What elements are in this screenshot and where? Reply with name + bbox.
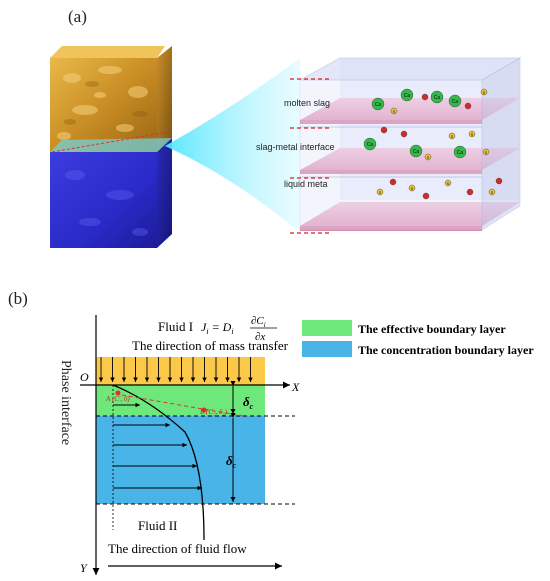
particle-s: S bbox=[444, 179, 452, 187]
svg-text:Ca: Ca bbox=[367, 142, 374, 148]
legend-label-concentration: The concentration boundary layer bbox=[358, 343, 534, 357]
particle-ca: Ca bbox=[453, 145, 467, 159]
particle-o bbox=[464, 102, 472, 110]
svg-text:Ca: Ca bbox=[434, 95, 441, 101]
particle-o bbox=[421, 93, 429, 101]
fluid-one-label: Fluid I bbox=[158, 319, 193, 334]
origin-label: O bbox=[80, 370, 89, 384]
metal-slag-cube bbox=[50, 46, 172, 248]
legend: The effective boundary layer The concent… bbox=[302, 320, 534, 357]
particle-ca: Ca bbox=[371, 97, 385, 111]
particle-s: S bbox=[376, 188, 384, 196]
layer-label-molten-slag: molten slag bbox=[284, 98, 330, 108]
flux-equation: Ji = Di ∂Ci ∂x bbox=[201, 315, 277, 343]
legend-swatch-effective bbox=[302, 320, 352, 336]
particle-o bbox=[380, 126, 388, 134]
particle-s: S bbox=[482, 148, 490, 156]
point-b-marker bbox=[201, 407, 207, 413]
particle-o bbox=[389, 178, 397, 186]
particle-s: S bbox=[448, 132, 456, 140]
delta-c-small: δc bbox=[243, 394, 254, 411]
panel-a-label: (a) bbox=[68, 7, 87, 26]
zoom-beam bbox=[165, 58, 300, 232]
svg-text:S: S bbox=[471, 132, 474, 137]
y-axis-label: Y bbox=[80, 561, 88, 575]
svg-text:Ca: Ca bbox=[404, 93, 411, 99]
particle-ca: Ca bbox=[409, 144, 423, 158]
legend-swatch-concentration bbox=[302, 341, 352, 357]
particle-s: S bbox=[424, 153, 432, 161]
svg-text:S: S bbox=[411, 186, 414, 191]
fluid-flow-label: The direction of fluid flow bbox=[108, 541, 247, 556]
point-a-marker bbox=[115, 390, 121, 396]
svg-text:S: S bbox=[483, 90, 486, 95]
concentration-boundary-region bbox=[96, 416, 265, 504]
velocity-profile-curve bbox=[112, 384, 205, 541]
delta-c-large: δc bbox=[226, 453, 237, 470]
svg-text:Ca: Ca bbox=[375, 102, 382, 108]
particle-s: S bbox=[480, 88, 488, 96]
svg-text:S: S bbox=[491, 190, 494, 195]
svg-text:Ca: Ca bbox=[457, 150, 464, 156]
svg-text:S: S bbox=[447, 181, 450, 186]
particle-s: S bbox=[468, 130, 476, 138]
particle-ca: Ca bbox=[448, 94, 462, 108]
phase-interface-label: Phase interface bbox=[58, 360, 73, 445]
svg-text:S: S bbox=[379, 190, 382, 195]
svg-text:∂Ci: ∂Ci bbox=[251, 315, 266, 329]
particle-o bbox=[400, 130, 408, 138]
particle-s: S bbox=[488, 188, 496, 196]
svg-text:Ca: Ca bbox=[413, 149, 420, 155]
particle-s: S bbox=[408, 184, 416, 192]
particle-o bbox=[495, 177, 503, 185]
point-b-label: B (C₂, δ₂) bbox=[200, 408, 228, 416]
svg-text:∂x: ∂x bbox=[255, 331, 265, 343]
fluid-two-label: Fluid II bbox=[138, 518, 177, 533]
layer-label-interface: slag-metal interface bbox=[256, 142, 335, 152]
mass-transfer-label: The direction of mass transfer bbox=[132, 338, 289, 353]
svg-text:Ca: Ca bbox=[452, 99, 459, 105]
legend-label-effective: The effective boundary layer bbox=[358, 322, 506, 336]
panel-b-label: (b) bbox=[8, 289, 28, 308]
particle-ca: Ca bbox=[363, 137, 377, 151]
particle-o bbox=[422, 192, 430, 200]
point-a-label: A (C′, 0) bbox=[105, 395, 130, 403]
fluid-one-region bbox=[96, 357, 265, 385]
particle-o bbox=[466, 188, 474, 196]
x-axis-label: X bbox=[291, 380, 300, 394]
svg-text:S: S bbox=[485, 150, 488, 155]
svg-text:Ji = Di: Ji = Di bbox=[201, 320, 234, 336]
svg-text:S: S bbox=[427, 155, 430, 160]
particle-ca: Ca bbox=[400, 88, 414, 102]
velocity-profile-arrows bbox=[113, 402, 202, 491]
mass-transfer-arrows bbox=[98, 357, 253, 382]
particle-ca: Ca bbox=[430, 90, 444, 104]
layered-box bbox=[299, 57, 522, 231]
particle-s: S bbox=[390, 107, 398, 115]
layer-label-liquid-metal: liquid meta bbox=[284, 179, 328, 189]
svg-text:S: S bbox=[451, 134, 454, 139]
svg-text:S: S bbox=[393, 109, 396, 114]
